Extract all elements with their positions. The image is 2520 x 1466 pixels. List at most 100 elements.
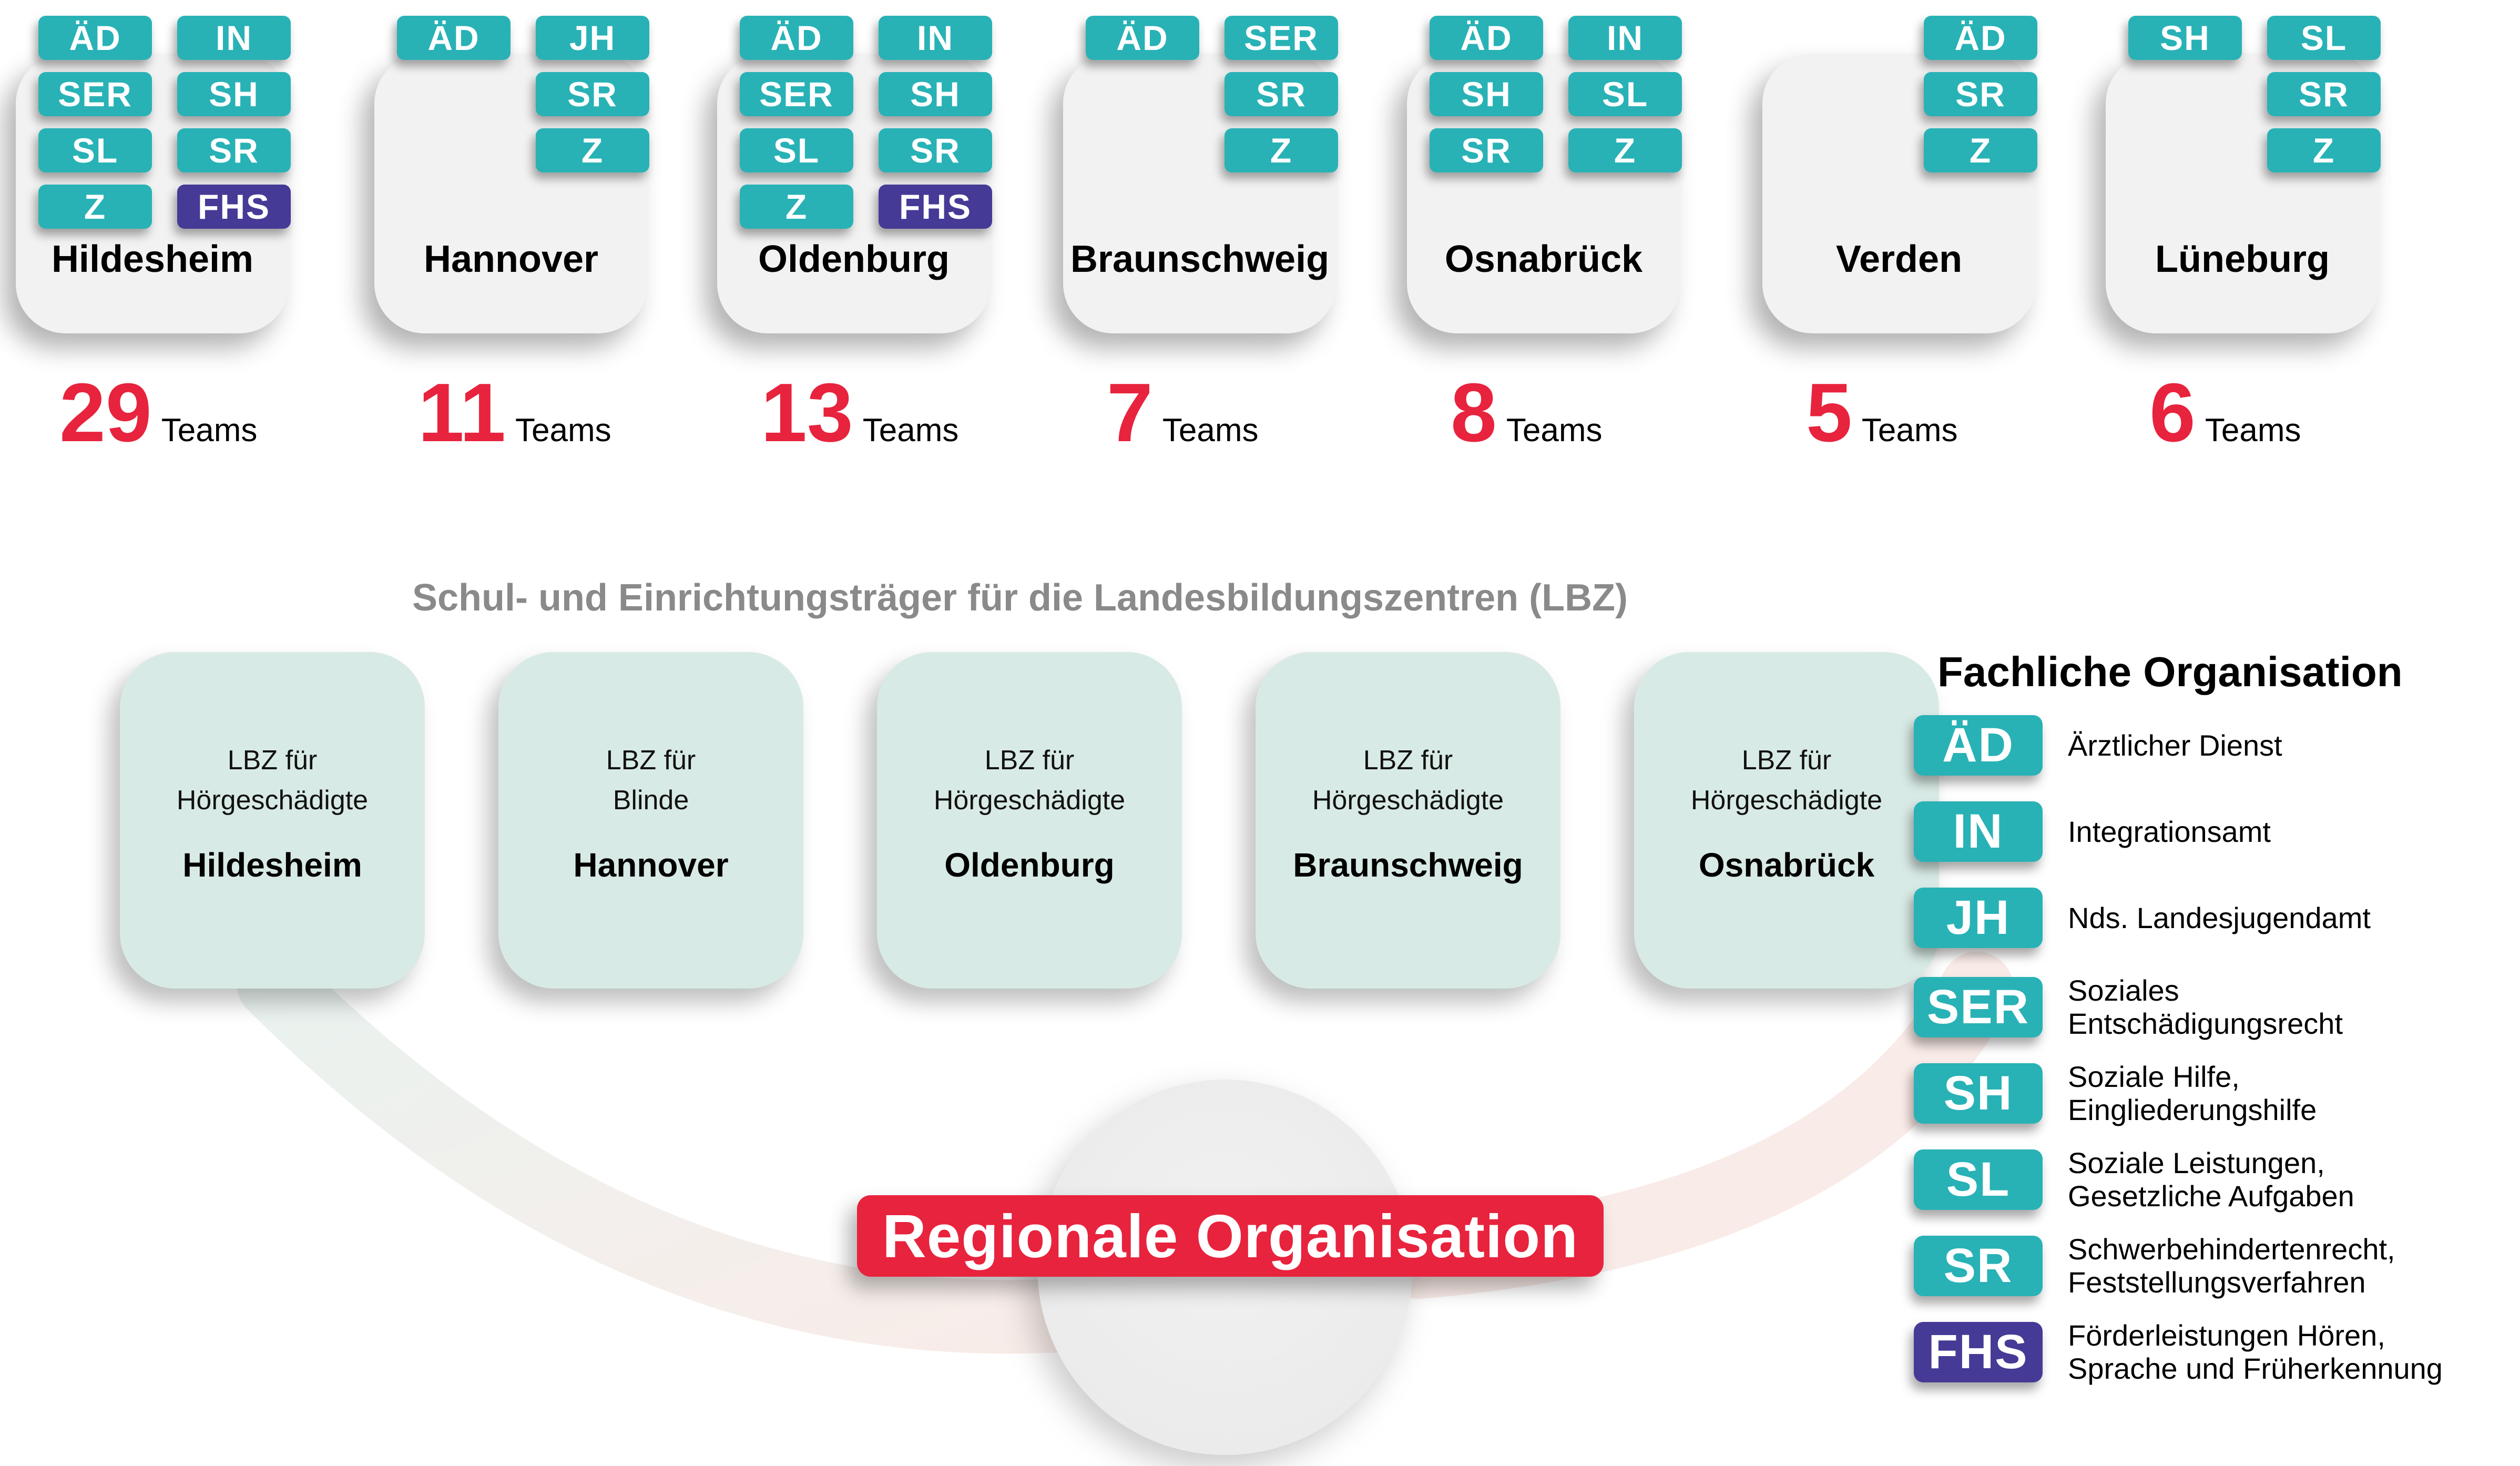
lbz-city: Osnabrück (1698, 846, 1875, 884)
dept-tag: SL (38, 128, 152, 172)
dept-tag: IN (1568, 16, 1682, 60)
teams-count: 7 Teams (1107, 371, 1258, 454)
legend-label-line: Soziale Leistungen, (2068, 1146, 2325, 1179)
teams-count: 8 Teams (1451, 371, 1602, 454)
lbz-card-description: LBZ für Hörgeschädigte (1256, 740, 1560, 820)
dept-tag: SER (38, 72, 152, 116)
lbz-line2: Hörgeschädigte (933, 785, 1126, 816)
lbz-line2: Hörgeschädigte (1690, 785, 1883, 816)
dept-tag: SR (1225, 72, 1338, 116)
lbz-city: Hildesheim (182, 846, 362, 884)
teams-suffix: Teams (862, 412, 959, 449)
dept-tag: SL (2267, 16, 2381, 60)
dept-tag: SR (2267, 72, 2381, 116)
legend-badge: IN (1914, 801, 2043, 862)
dept-tag: ÄD (1924, 16, 2037, 60)
region-name: Braunschweig (1070, 238, 1330, 280)
teams-count: 6 Teams (2149, 371, 2301, 454)
dept-tag: JH (536, 16, 649, 60)
dept-tag: ÄD (1430, 16, 1543, 60)
dept-tag: Z (1924, 128, 2037, 172)
lbz-card-description: LBZ für Hörgeschädigte (1634, 740, 1939, 820)
dept-tag: IN (177, 16, 291, 60)
dept-tag: FHS (177, 185, 291, 229)
lbz-line1: LBZ für (984, 745, 1075, 776)
legend-label: Soziale Hilfe, Eingliederungshilfe (2068, 1060, 2317, 1126)
region-name: Hildesheim (51, 238, 254, 280)
legend-badge: SL (1914, 1149, 2043, 1210)
dept-tag: SL (1568, 72, 1682, 116)
dept-tag: Z (2267, 128, 2381, 172)
legend-label-line: Gesetzliche Aufgaben (2068, 1179, 2354, 1213)
legend-label-line: Sprache und Früherkennung (2068, 1352, 2443, 1385)
region-card-hannover: ÄD JH SR Z Hannover 11 Teams (374, 0, 649, 484)
teams-number: 11 (418, 367, 506, 459)
dept-tag: Z (38, 185, 152, 229)
region-name: Hannover (423, 238, 599, 280)
legend-label: Integrationsamt (2068, 815, 2271, 848)
lbz-line2: Hörgeschädigte (176, 785, 369, 816)
legend-label-line: Förderleistungen Hören, (2068, 1319, 2385, 1352)
teams-count: 11 Teams (418, 371, 611, 454)
dept-tag: IN (879, 16, 992, 60)
lbz-card-oldenburg: LBZ für Hörgeschädigte Oldenburg (877, 652, 1182, 989)
region-card-hildesheim: ÄD SER SL Z IN SH SR FHS Hildesheim 29 T… (16, 0, 291, 484)
legend-item-sl: SL Soziale Leistungen, Gesetzliche Aufga… (1914, 1146, 2354, 1213)
dept-tag: SR (536, 72, 649, 116)
legend-label-line: Nds. Landesjugendamt (2068, 901, 2371, 934)
region-name: Verden (1835, 238, 1963, 280)
dept-tag: SR (177, 128, 291, 172)
legend-label: Schwerbehindertenrecht, Feststellungsver… (2068, 1233, 2395, 1299)
dept-tag: SR (879, 128, 992, 172)
lbz-line1: LBZ für (606, 745, 696, 776)
legend-badge: SR (1914, 1235, 2043, 1296)
lbz-line1: LBZ für (1741, 745, 1832, 776)
teams-count: 5 Teams (1806, 371, 1957, 454)
lbz-card-description: LBZ für Hörgeschädigte (877, 740, 1182, 820)
legend-label: Förderleistungen Hören, Sprache und Früh… (2068, 1319, 2443, 1385)
region-card-osnabrueck: ÄD SH SR IN SL Z Osnabrück 8 Teams (1407, 0, 1682, 484)
dept-tag: SER (1225, 16, 1338, 60)
legend-label: Soziale Leistungen, Gesetzliche Aufgaben (2068, 1146, 2354, 1213)
dept-tag: SR (1430, 128, 1543, 172)
teams-suffix: Teams (161, 412, 258, 449)
region-card-braunschweig: ÄD SER SR Z Braunschweig 7 Teams (1063, 0, 1338, 484)
legend-badge: ÄD (1914, 715, 2043, 776)
teams-suffix: Teams (1861, 412, 1958, 449)
dept-tag: Z (740, 185, 853, 229)
lbz-line1: LBZ für (1363, 745, 1453, 776)
legend-badge: SH (1914, 1063, 2043, 1124)
legend-item-in: IN Integrationsamt (1914, 801, 2271, 862)
legend-label-line: Soziale Hilfe, (2068, 1060, 2240, 1093)
legend-label: Nds. Landesjugendamt (2068, 901, 2371, 934)
dept-tag: FHS (879, 185, 992, 229)
region-name: Oldenburg (758, 238, 950, 280)
dept-tag: ÄD (740, 16, 853, 60)
lbz-card-description: LBZ für Blinde (498, 740, 803, 820)
legend-item-sh: SH Soziale Hilfe, Eingliederungshilfe (1914, 1060, 2317, 1126)
legend-label-line: Integrationsamt (2068, 815, 2271, 848)
regional-organisation-banner: Regionale Organisation (857, 1195, 1604, 1277)
teams-number: 7 (1107, 367, 1153, 459)
dept-tag: SH (1430, 72, 1543, 116)
dept-tag: SR (1924, 72, 2037, 116)
teams-suffix: Teams (2205, 412, 2301, 449)
legend-badge: SER (1914, 976, 2043, 1037)
legend-label-line: Ärztlicher Dienst (2068, 729, 2282, 762)
legend-item-fhs: FHS Förderleistungen Hören, Sprache und … (1914, 1319, 2443, 1385)
lbz-city: Oldenburg (944, 846, 1115, 884)
teams-count: 29 Teams (59, 371, 257, 454)
legend-item-ser: SER Soziales Entschädigungsrecht (1914, 974, 2343, 1040)
lbz-section-title: Schul- und Einrichtungsträger für die La… (412, 577, 1628, 619)
legend-label-line: Schwerbehindertenrecht, (2068, 1233, 2395, 1266)
legend-item-sr: SR Schwerbehindertenrecht, Feststellungs… (1914, 1233, 2395, 1299)
legend-label-line: Feststellungsverfahren (2068, 1266, 2366, 1299)
swoosh-left (237, 946, 1167, 1354)
region-card-oldenburg: ÄD SER SL Z IN SH SR FHS Oldenburg 13 Te… (717, 0, 992, 484)
teams-suffix: Teams (1506, 412, 1603, 449)
region-name: Osnabrück (1444, 238, 1643, 280)
legend-item-jh: JH Nds. Landesjugendamt (1914, 888, 2371, 948)
lbz-card-braunschweig: LBZ für Hörgeschädigte Braunschweig (1256, 652, 1560, 989)
lbz-card-osnabrueck: LBZ für Hörgeschädigte Osnabrück (1634, 652, 1939, 989)
